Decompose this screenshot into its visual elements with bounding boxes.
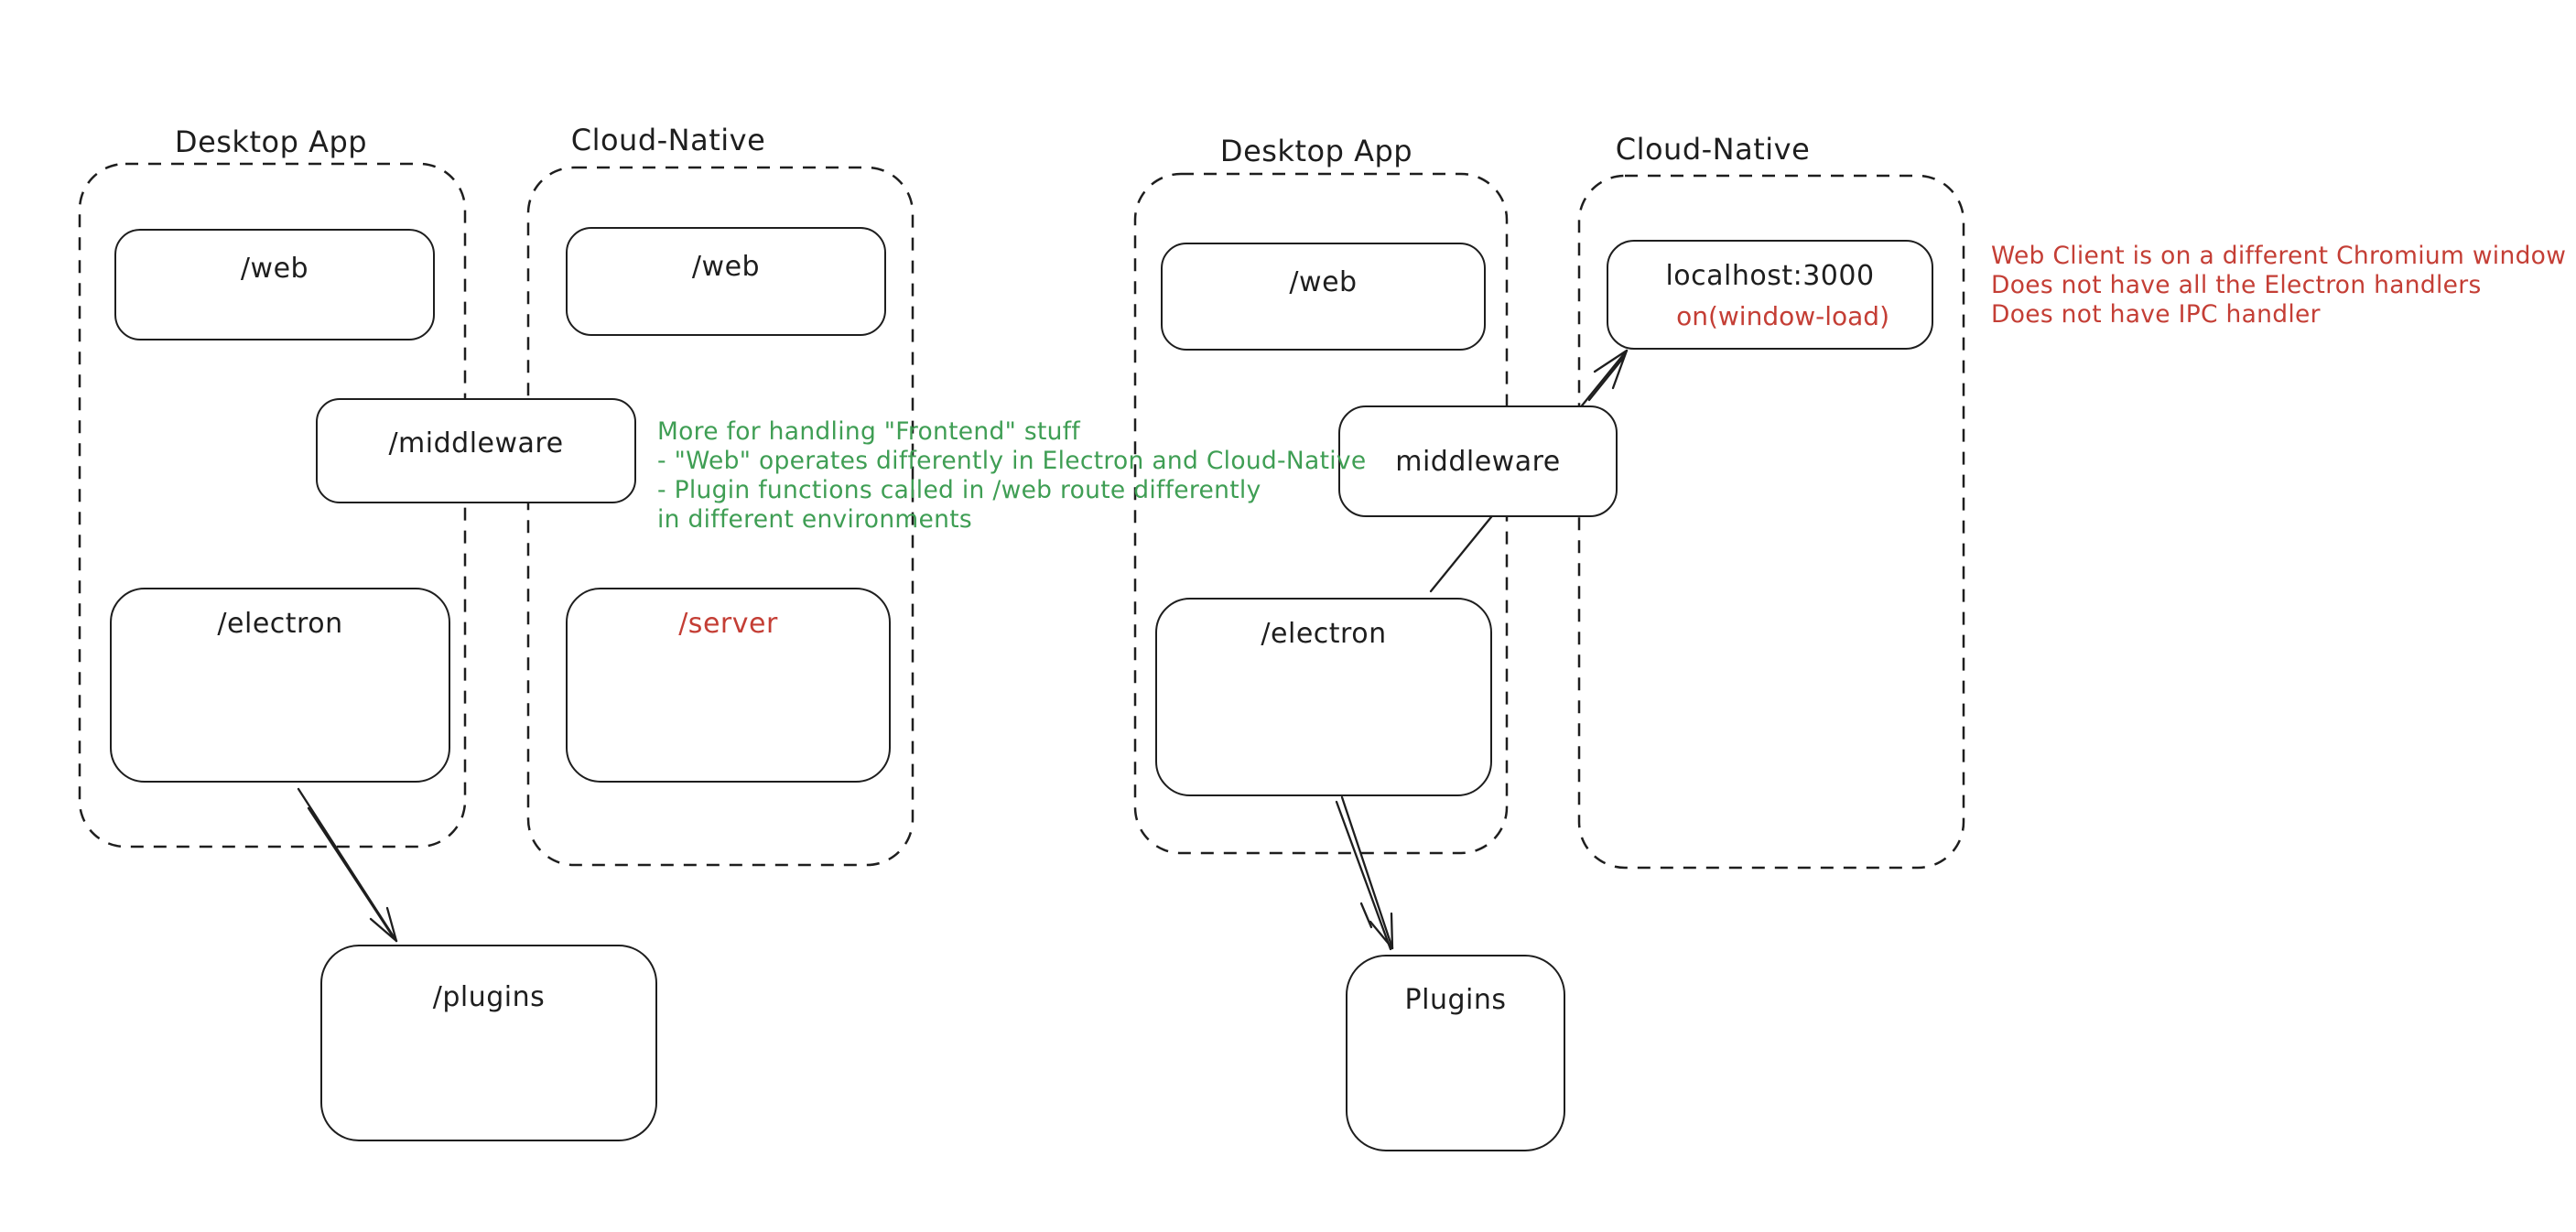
node-label: /web [691,251,761,283]
node-label: /web [240,253,309,285]
node-label: /middleware [388,427,564,459]
right-desktop-app-label[interactable]: Desktop App [1219,134,1413,168]
right-cloud-native-container[interactable] [1577,174,1965,870]
node-label: /electron [217,608,343,640]
node-label: Plugins [1404,984,1507,1016]
note-line: in different environments [657,505,973,534]
note-line: - Plugin functions called in /web route … [657,476,1261,504]
on-window-load-label: on(window-load) [1676,301,1889,331]
left-server-node[interactable]: /server [566,588,891,783]
node-label: /web [1289,266,1358,298]
right-web-node[interactable]: /web [1161,243,1486,351]
note-line: Does not have all the Electron handlers [1991,271,2482,299]
node-label: /server [678,608,778,640]
note-line: Web Client is on a different Chromium wi… [1991,242,2567,270]
left-middleware-node[interactable]: /middleware [316,398,636,503]
left-desktop-app-container[interactable] [78,162,467,848]
localhost-3000-node[interactable]: localhost:3000 on(window-load) [1607,240,1933,350]
note-line: More for handling "Frontend" stuff [657,417,1080,446]
left-cloud-native-label[interactable]: Cloud-Native [570,123,766,157]
right-plugins-node[interactable]: Plugins [1346,955,1565,1151]
right-middleware-node[interactable]: middleware [1338,405,1618,517]
left-web-cloud-node[interactable]: /web [566,227,886,336]
right-electron-node[interactable]: /electron [1155,598,1492,796]
note-line: Does not have IPC handler [1991,300,2321,329]
node-label: middleware [1395,446,1561,478]
right-cloud-native-label[interactable]: Cloud-Native [1615,132,1811,167]
note-line: - "Web" operates differently in Electron… [657,447,1367,475]
left-electron-node[interactable]: /electron [110,588,450,783]
node-label: /electron [1261,618,1387,650]
frontend-note[interactable]: More for handling "Frontend" stuff - "We… [657,417,1367,535]
web-client-note[interactable]: Web Client is on a different Chromium wi… [1991,242,2566,330]
left-plugins-node[interactable]: /plugins [320,945,657,1141]
arrow-electron-to-plugins-right[interactable] [1335,795,1394,951]
node-label: localhost:3000 [1665,260,1875,292]
arrow-electron-to-plugins-left[interactable] [297,787,398,943]
node-label: /plugins [432,981,546,1013]
left-desktop-app-label[interactable]: Desktop App [174,124,368,159]
left-cloud-native-container[interactable] [526,166,915,867]
left-web-desktop-node[interactable]: /web [114,229,435,340]
